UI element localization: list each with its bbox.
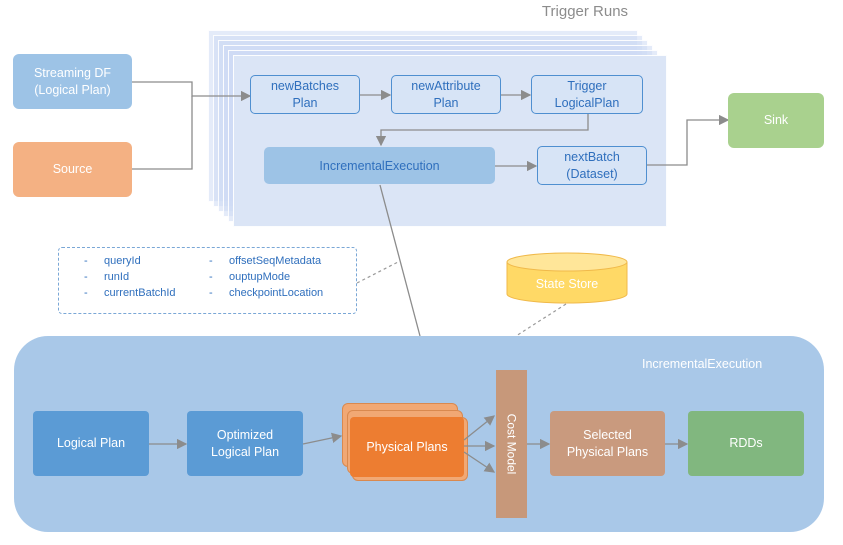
legend-bullet: -: [209, 255, 213, 267]
panel-title: IncrementalExecution: [642, 357, 763, 371]
next-batch-box: nextBatch (Dataset): [537, 146, 647, 185]
legend-bullet: -: [84, 255, 88, 267]
legend-bullet: -: [84, 287, 88, 299]
trigger-logical-plan-box: Trigger LogicalPlan: [531, 75, 643, 114]
legend-bullet: -: [209, 271, 213, 283]
legend-bullet: -: [84, 271, 88, 283]
legend-item-queryid: queryId: [104, 255, 141, 267]
edge-source-newbatches: [132, 96, 193, 170]
state-store-label: State Store: [535, 277, 599, 291]
logical-plan-box: Logical Plan: [33, 411, 149, 476]
legend-item-currentbatchid: currentBatchId: [104, 287, 176, 299]
new-batches-plan-box: newBatches Plan: [250, 75, 360, 114]
physical-plans-box: Physical Plans: [350, 417, 464, 477]
legend-item-outputmode: ouptupMode: [229, 271, 291, 283]
statestore-connector: [515, 303, 567, 337]
selected-physical-plans-box: Selected Physical Plans: [550, 411, 665, 476]
legend-item-runid: runId: [104, 271, 130, 283]
new-attribute-plan-box: newAttribute Plan: [391, 75, 501, 114]
legend-bullet: -: [209, 287, 213, 299]
legend-item-checkpointlocation: checkpointLocation: [229, 287, 324, 299]
rdds-box: RDDs: [688, 411, 804, 476]
cost-model-bar: Cost Model: [496, 370, 527, 518]
legend-connector: [356, 261, 399, 284]
execution-properties-legend: - queryId - runId - currentBatchId - off…: [58, 247, 357, 314]
optimized-logical-plan-box: Optimized Logical Plan: [187, 411, 303, 476]
sink-box: Sink: [728, 93, 824, 148]
cost-model-label: Cost Model: [504, 413, 519, 475]
state-store-cylinder: [506, 252, 628, 304]
streaming-df-box: Streaming DF (Logical Plan): [13, 54, 132, 109]
incremental-execution-box: IncrementalExecution: [264, 147, 495, 184]
diagram-title: Trigger Runs: [541, 3, 629, 20]
source-box: Source: [13, 142, 132, 197]
legend-item-offsetseqmetadata: offsetSeqMetadata: [229, 255, 322, 267]
